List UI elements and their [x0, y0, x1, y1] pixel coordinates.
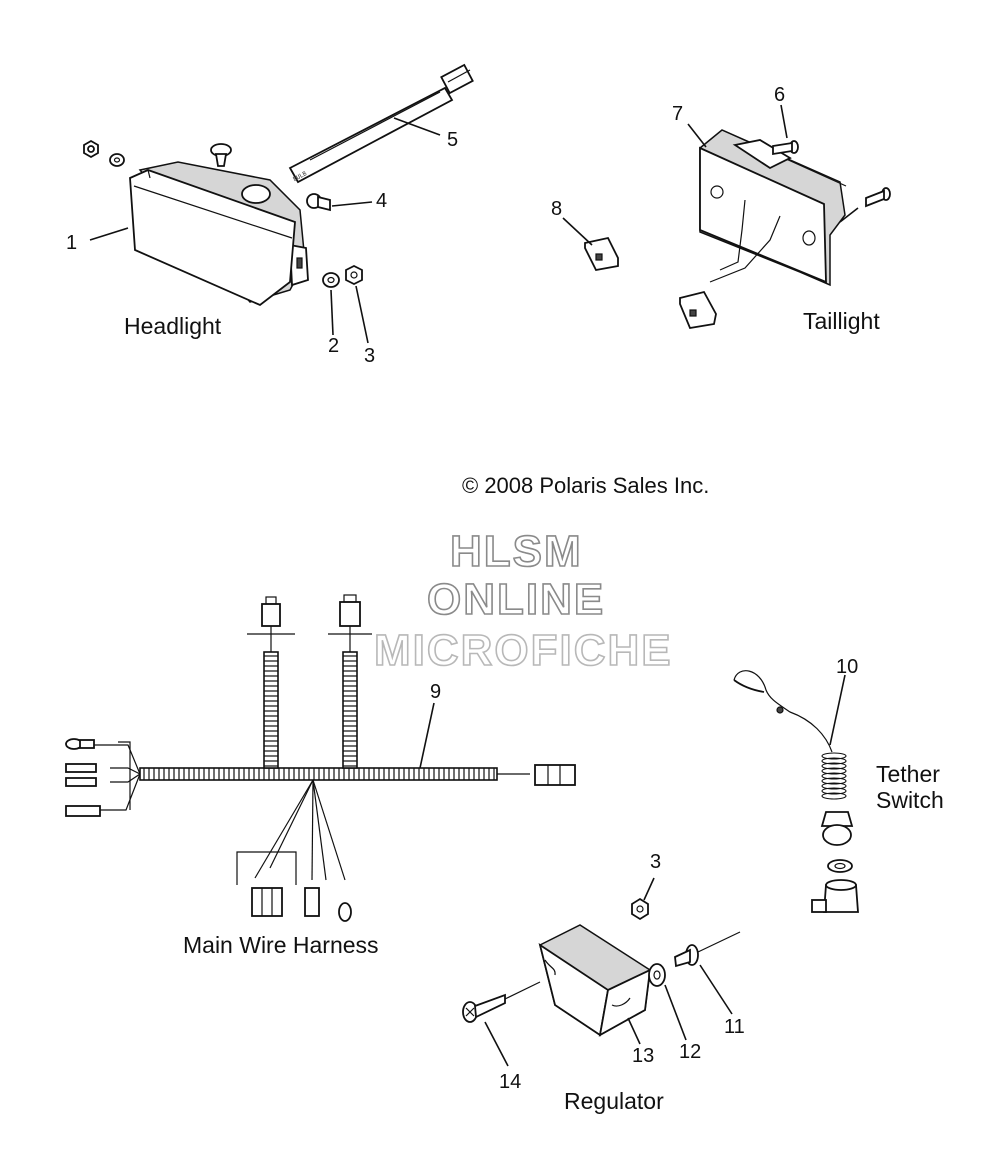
- caption-tether-line1: Tether: [876, 761, 940, 787]
- connector-right: [534, 764, 576, 786]
- callout-11: 11: [724, 1016, 745, 1038]
- callout-8: 8: [551, 198, 562, 220]
- tether-switch-assembly: [733, 670, 859, 913]
- caption-main-wire-harness: Main Wire Harness: [183, 932, 379, 958]
- callout-5: 5: [447, 129, 458, 151]
- callout-10: 10: [836, 656, 858, 678]
- washer-part: [109, 153, 125, 167]
- callout-6: 6: [774, 84, 785, 106]
- callout-numbers: 1 2 3 4 5 6 7 8 9 10 3 11 12 13 14: [66, 84, 858, 1093]
- callout-3-headlight: 3: [364, 345, 375, 367]
- washer-part-2: [322, 272, 340, 288]
- connector-bottom-1: [251, 887, 283, 917]
- connector-top-2: [339, 601, 361, 627]
- tether-washer: [827, 859, 853, 873]
- bottom-branches: [236, 779, 352, 922]
- watermark-line2: ONLINE: [427, 575, 605, 624]
- caption-taillight: Taillight: [803, 308, 880, 334]
- main-wire-harness-assembly: [65, 594, 576, 922]
- connector-bottom-2: [304, 887, 320, 917]
- callout-2: 2: [328, 335, 339, 357]
- watermark: HLSM ONLINE MICROFICHE: [373, 526, 673, 676]
- ring-terminal: [338, 902, 352, 922]
- callout-9: 9: [430, 681, 441, 703]
- tether-cap: [820, 811, 854, 827]
- watermark-line3: MICROFICHE: [374, 626, 673, 675]
- bulb-part: BULB: [288, 63, 474, 184]
- callout-3-regulator: 3: [650, 851, 661, 873]
- callout-1: 1: [66, 232, 77, 254]
- tether-cord: [733, 670, 833, 753]
- caption-tether-line2: Switch: [876, 787, 944, 813]
- caption-regulator: Regulator: [564, 1088, 664, 1114]
- callout-4: 4: [376, 190, 387, 212]
- left-terminals: [65, 738, 141, 817]
- watermark-line1: HLSM: [450, 527, 583, 576]
- connector-top-1: [261, 603, 281, 627]
- copyright-notice: © 2008 Polaris Sales Inc.: [462, 473, 709, 498]
- clip-part: [679, 290, 717, 330]
- nut-part-3: [345, 264, 363, 286]
- assembly-captions: Headlight Taillight Tether Switch Main W…: [124, 308, 944, 1114]
- headlight-assembly: BULB: [83, 63, 474, 344]
- caption-headlight: Headlight: [124, 313, 222, 339]
- callout-13: 13: [632, 1045, 654, 1067]
- callout-14: 14: [499, 1071, 521, 1093]
- washer-part-12: [648, 963, 666, 987]
- regulator-assembly: [462, 877, 741, 1067]
- taillight-assembly: [562, 104, 891, 330]
- callout-12: 12: [679, 1041, 701, 1063]
- nut-part-3b: [631, 897, 649, 921]
- callout-7: 7: [672, 103, 683, 125]
